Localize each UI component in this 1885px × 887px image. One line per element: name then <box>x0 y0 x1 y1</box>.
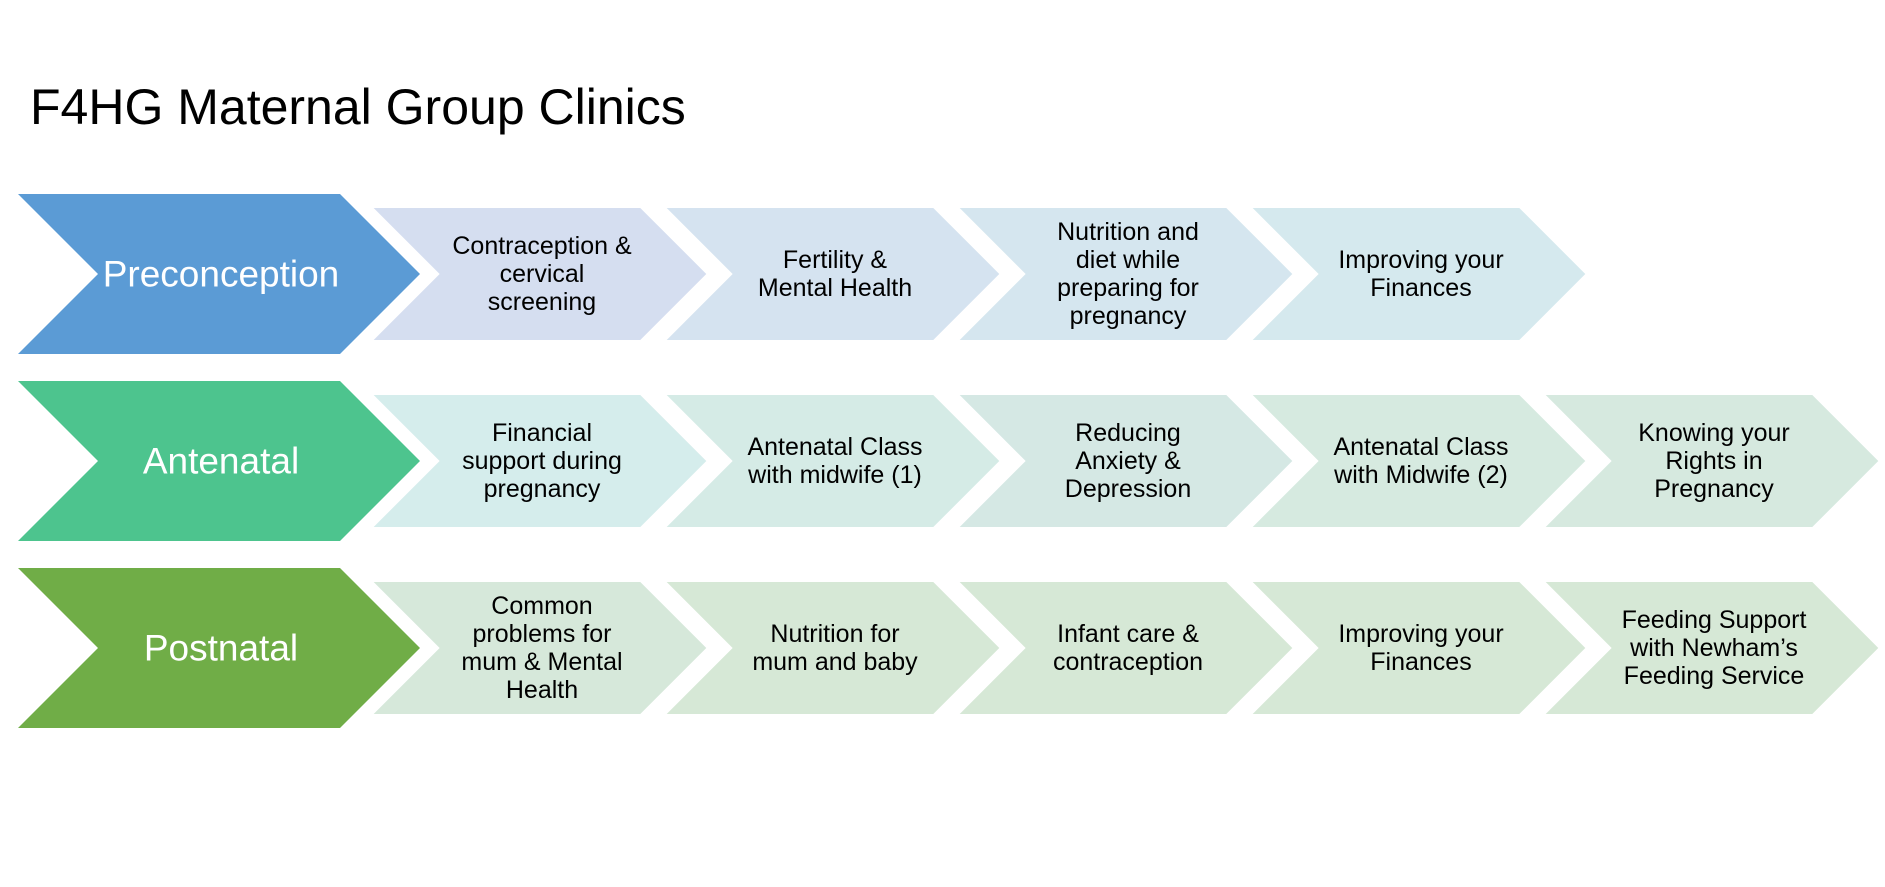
step-label-line: mum and baby <box>752 648 918 676</box>
step-label-line: screening <box>488 288 596 316</box>
step-label-line: Financial <box>492 419 592 447</box>
step-label-line: Pregnancy <box>1654 475 1774 503</box>
step-label-line: contraception <box>1053 648 1203 676</box>
step-label-line: preparing for <box>1057 274 1199 302</box>
step-shape <box>1526 574 1885 722</box>
step-shape <box>647 387 1011 535</box>
step-shape <box>940 387 1304 535</box>
step-label-line: Feeding Service <box>1624 662 1805 690</box>
category-chevron: Preconception <box>18 194 420 354</box>
step-chevron: Fertility &Mental Health <box>647 200 1011 348</box>
category-label: Postnatal <box>144 628 298 669</box>
category-shape <box>18 381 420 541</box>
category-label: Preconception <box>103 254 340 295</box>
step-shape <box>1526 387 1885 535</box>
step-label-line: support during <box>462 447 622 475</box>
step-label-line: Rights in <box>1665 447 1762 475</box>
step-label-line: Common <box>491 592 592 620</box>
category-shape <box>18 194 420 354</box>
step-shape <box>940 200 1304 348</box>
step-label-line: Nutrition for <box>770 620 899 648</box>
step-shape <box>647 574 1011 722</box>
step-shape <box>940 574 1304 722</box>
step-label-line: Reducing <box>1075 419 1181 447</box>
step-label-line: Infant care & <box>1057 620 1199 648</box>
step-shape <box>354 200 718 348</box>
step-label-line: with Midwife (2) <box>1333 461 1508 489</box>
step-label-line: Fertility & <box>783 246 888 274</box>
category-chevron: Antenatal <box>18 381 420 541</box>
step-shape <box>1233 200 1597 348</box>
step-label-line: mum & Mental <box>461 648 622 676</box>
step-shape <box>1233 387 1597 535</box>
step-label-line: Contraception & <box>452 232 632 260</box>
step-shape <box>647 200 1011 348</box>
step-label-line: Finances <box>1370 274 1471 302</box>
step-label-line: Depression <box>1065 475 1191 503</box>
step-label-line: Knowing your <box>1638 419 1789 447</box>
step-label-line: with midwife (1) <box>747 461 922 489</box>
step-label-line: Improving your <box>1338 620 1503 648</box>
category-chevron: Postnatal <box>18 568 420 728</box>
step-label-line: Improving your <box>1338 246 1503 274</box>
step-label-line: Mental Health <box>758 274 912 302</box>
step-label-line: Anxiety & <box>1075 447 1181 475</box>
step-shape <box>354 387 718 535</box>
step-label-line: pregnancy <box>484 475 601 503</box>
step-shape <box>354 574 718 722</box>
step-shape <box>1233 574 1597 722</box>
category-label: Antenatal <box>143 441 299 482</box>
step-label-line: diet while <box>1076 246 1180 274</box>
step-label-line: Feeding Support <box>1622 606 1807 634</box>
step-label-line: Antenatal Class <box>747 433 922 461</box>
step-label-line: Health <box>506 676 578 704</box>
step-label-line: problems for <box>473 620 612 648</box>
category-shape <box>18 568 420 728</box>
step-label-line: Finances <box>1370 648 1471 676</box>
step-label-line: with Newham’s <box>1629 634 1798 662</box>
step-label-line: Antenatal Class <box>1333 433 1508 461</box>
step-chevron: Infant care &contraception <box>940 574 1304 722</box>
page-title: F4HG Maternal Group Clinics <box>30 79 686 135</box>
row-preconception: Contraception &cervicalscreeningFertilit… <box>18 194 1597 354</box>
step-label-line: pregnancy <box>1070 302 1187 330</box>
step-label-line: cervical <box>500 260 585 288</box>
step-label-line: Nutrition and <box>1057 218 1199 246</box>
